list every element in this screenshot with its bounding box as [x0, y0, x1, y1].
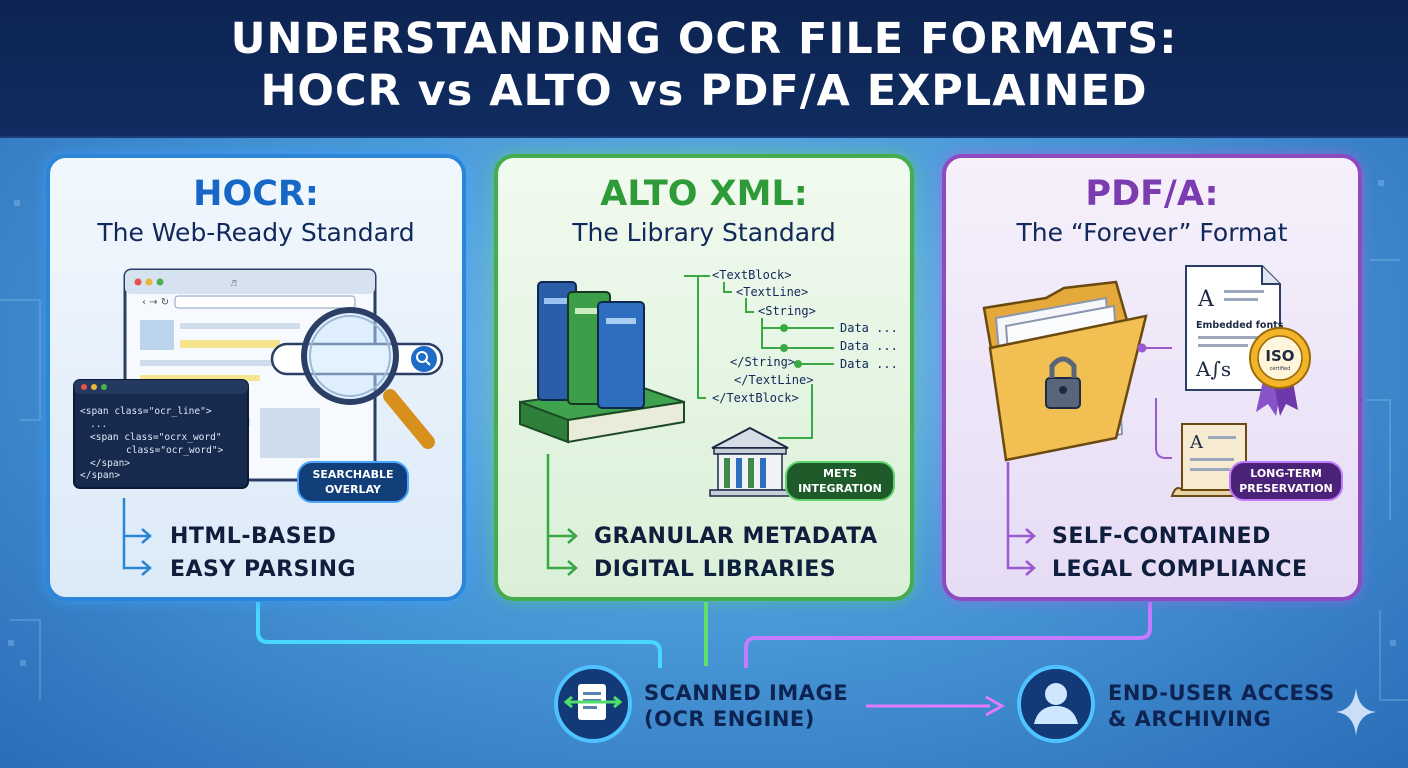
- xml-node: <TextLine>: [736, 285, 808, 299]
- page-title-line-2: HOCR vs ALTO vs PDF/A EXPLAINED: [260, 66, 1148, 116]
- panel-title: HOCR:: [193, 174, 319, 214]
- bullet-connectors: [546, 454, 578, 576]
- bullet-connectors: [1006, 462, 1036, 576]
- bullet-legal-compliance: LEGAL COMPLIANCE: [1052, 557, 1308, 582]
- code-line: ...: [90, 419, 107, 430]
- flow-target-line-2: & ARCHIVING: [1108, 707, 1272, 731]
- code-window-icon: <span class="ocr_line"> ... <span class=…: [73, 379, 249, 489]
- flow-source-line-1: SCANNED IMAGE: [644, 681, 849, 705]
- svg-text:METS: METS: [823, 467, 857, 480]
- books-icon: [519, 281, 685, 444]
- pdfa-panel: PDF/A: The “Forever” Format A Embedded f…: [942, 154, 1362, 601]
- pdfa-illustration: A Embedded fonts A∫s ISO certified A LON…: [982, 265, 1343, 576]
- svg-text:ISO: ISO: [1265, 347, 1294, 365]
- folder-lock-icon: [982, 280, 1148, 462]
- xml-tree-lines: [684, 275, 834, 439]
- flow-target-label: END-USER ACCESS & ARCHIVING: [1108, 680, 1335, 732]
- svg-text:INTEGRATION: INTEGRATION: [798, 482, 882, 495]
- long-term-preservation-badge: LONG-TERM PRESERVATION: [1229, 461, 1343, 501]
- xml-node: </TextBlock>: [712, 391, 799, 405]
- bullet-granular-metadata: GRANULAR METADATA: [594, 524, 878, 549]
- svg-text:‹ → ↻: ‹ → ↻: [142, 297, 169, 308]
- flow-source-line-2: (OCR ENGINE): [644, 707, 815, 731]
- svg-text:OVERLAY: OVERLAY: [325, 483, 382, 496]
- searchable-overlay-badge: SEARCHABLE OVERLAY: [297, 461, 409, 503]
- xml-node: </String>: [730, 355, 795, 369]
- mets-integration-badge: METS INTEGRATION: [785, 461, 895, 501]
- panel-subtitle: The Web-Ready Standard: [97, 218, 415, 247]
- bullet-html-based: HTML-BASED: [170, 524, 337, 549]
- svg-text:Embedded fonts: Embedded fonts: [1196, 320, 1284, 331]
- header-banner: UNDERSTANDING OCR FILE FORMATS: HOCR vs …: [0, 0, 1408, 138]
- page-title-line-1: UNDERSTANDING OCR FILE FORMATS:: [230, 14, 1178, 64]
- panel-title: ALTO XML:: [600, 174, 808, 214]
- svg-text:certified: certified: [1270, 366, 1291, 372]
- code-line: <span class="ocrx_word": [90, 432, 222, 443]
- code-line: </span>: [90, 458, 130, 469]
- flow-target-line-1: END-USER ACCESS: [1108, 681, 1335, 705]
- svg-text:A: A: [1189, 432, 1204, 453]
- iso-seal-icon: ISO certified: [1249, 327, 1311, 416]
- panel-subtitle: The Library Standard: [572, 218, 836, 247]
- xml-node: <TextBlock>: [712, 268, 791, 282]
- svg-text:SEARCHABLE: SEARCHABLE: [312, 468, 393, 481]
- bullet-easy-parsing: EASY PARSING: [170, 557, 357, 582]
- hocr-panel: HOCR: The Web-Ready Standard ‹ → ↻ ♬: [46, 154, 466, 601]
- xml-node: Data ...: [840, 321, 898, 335]
- browser-url-text: ♬: [230, 279, 237, 288]
- xml-node: <String>: [758, 304, 816, 318]
- bullet-connectors: [122, 498, 152, 576]
- alto-panel: ALTO XML: The Library Standard <TextBloc…: [494, 154, 914, 601]
- svg-text:PRESERVATION: PRESERVATION: [1239, 482, 1333, 495]
- svg-text:A: A: [1197, 287, 1215, 312]
- library-building-icon: [709, 426, 791, 497]
- alto-illustration: <TextBlock> <TextLine> <String> Data ...…: [519, 268, 898, 576]
- panel-subtitle: The “Forever” Format: [1016, 218, 1288, 247]
- svg-text:A∫s: A∫s: [1195, 357, 1231, 381]
- flow-source-label: SCANNED IMAGE (OCR ENGINE): [644, 680, 848, 732]
- hocr-illustration: ‹ → ↻ ♬ <span: [73, 268, 444, 576]
- code-line: </span>: [80, 470, 120, 481]
- bullet-self-contained: SELF-CONTAINED: [1052, 524, 1271, 549]
- bullet-digital-libraries: DIGITAL LIBRARIES: [594, 557, 837, 582]
- svg-text:LONG-TERM: LONG-TERM: [1250, 467, 1322, 480]
- xml-node: Data ...: [840, 339, 898, 353]
- magnifier-icon: [301, 307, 435, 449]
- code-line: <span class="ocr_line">: [80, 406, 212, 417]
- code-line: class="ocr_word">: [126, 445, 224, 456]
- panel-title: PDF/A:: [1085, 174, 1219, 214]
- xml-node: Data ...: [840, 357, 898, 371]
- xml-node: </TextLine>: [734, 373, 813, 387]
